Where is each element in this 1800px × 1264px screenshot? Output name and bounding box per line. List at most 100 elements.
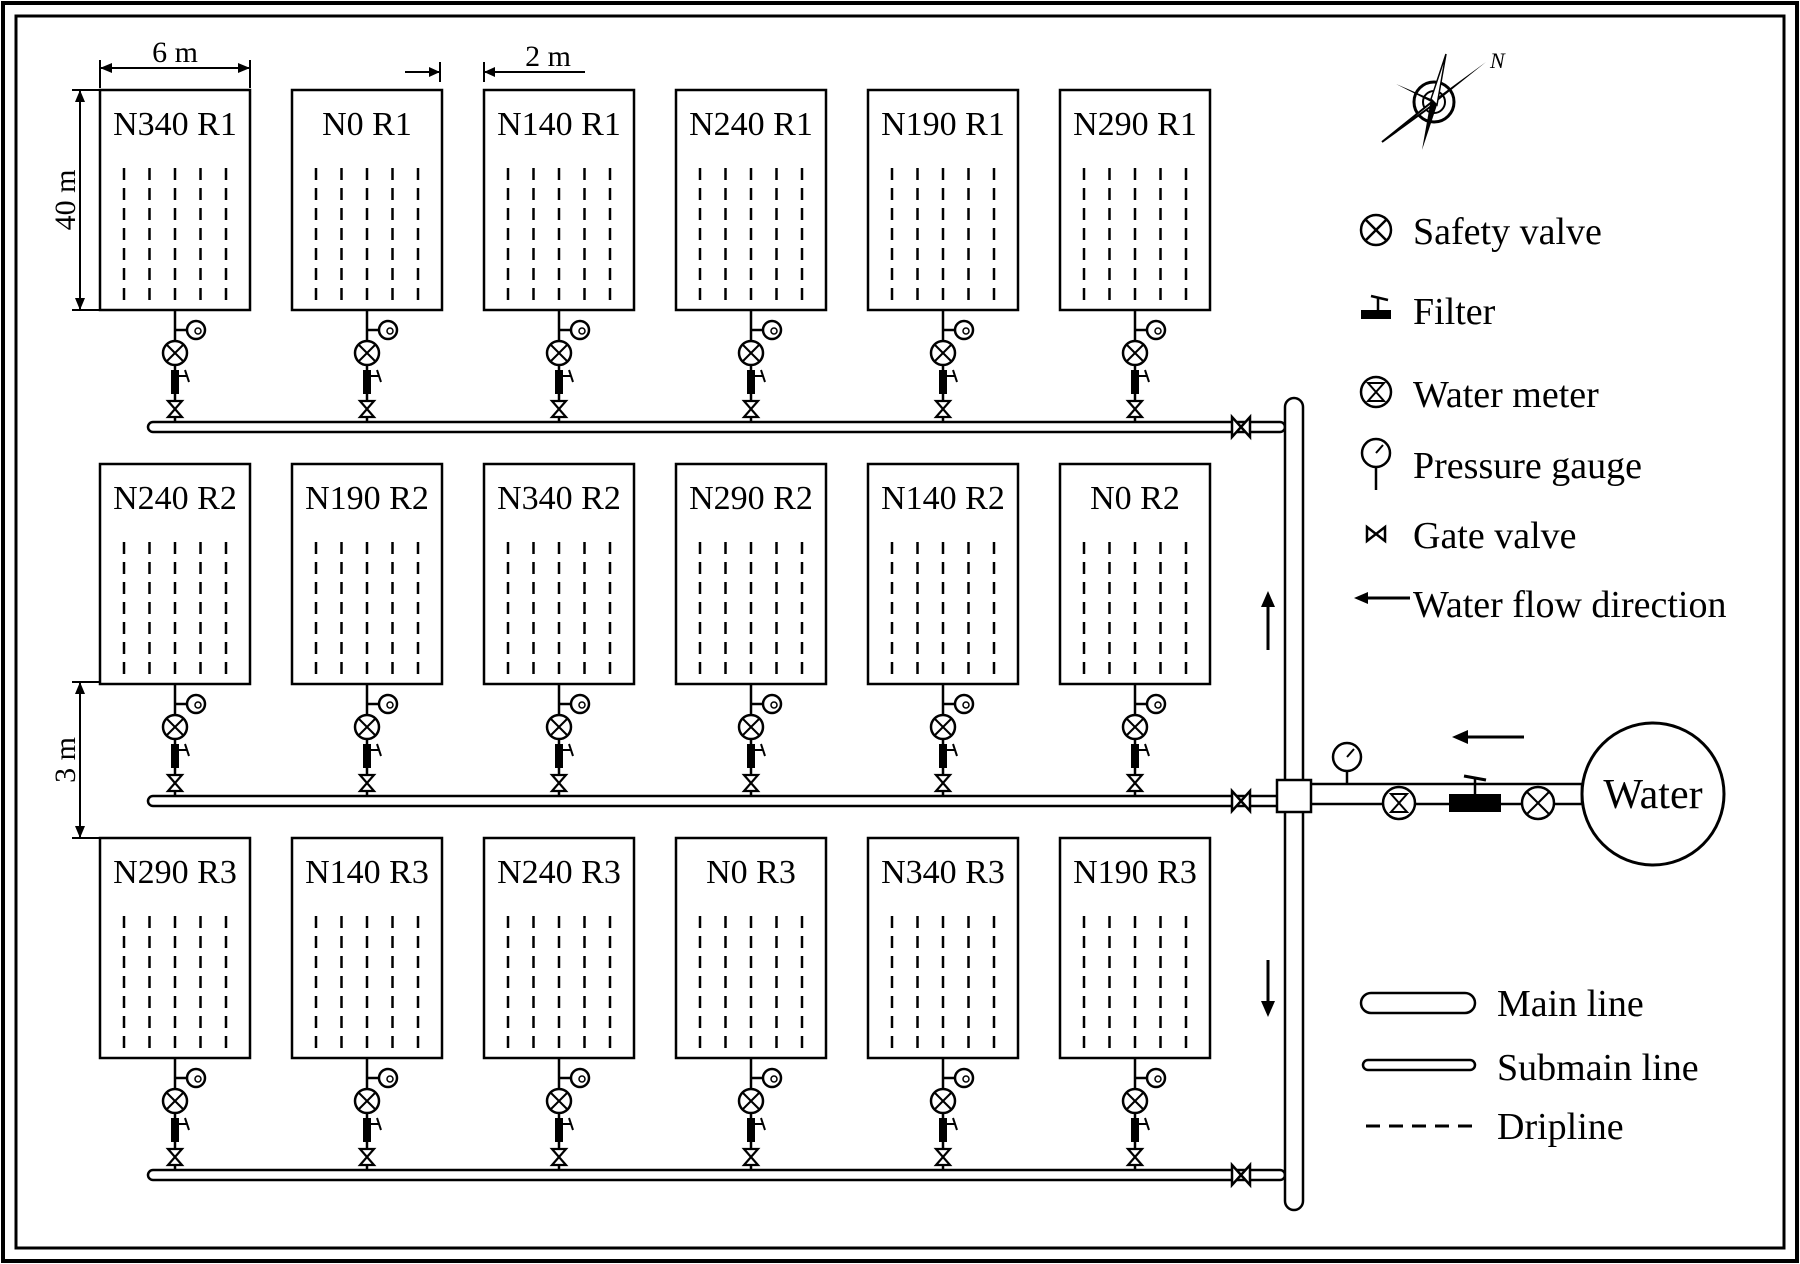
plot: N240 R1	[674, 88, 828, 312]
safety-valve-icon	[1121, 339, 1149, 367]
safety-valve-icon	[929, 339, 957, 367]
legend-label-main-line: Main line	[1497, 983, 1644, 1025]
gate-valve-icon	[1125, 399, 1145, 419]
gate-valve-icon	[933, 773, 953, 793]
north-compass-icon: N	[1381, 48, 1506, 150]
filter-icon	[1131, 743, 1150, 768]
filter-icon	[555, 743, 574, 768]
gate-valve-icon	[1365, 524, 1387, 544]
legend-item-main-line: Main line	[1359, 983, 1644, 1025]
plot: N340 R3	[866, 836, 1020, 1060]
plot-label: N190 R2	[305, 480, 429, 517]
plot: N140 R1	[482, 88, 636, 312]
riser-assembly	[1121, 684, 1167, 796]
plot: N190 R1	[866, 88, 1020, 312]
filter-icon	[939, 369, 958, 394]
gate-valve-icon	[357, 773, 377, 793]
main-line-icon	[1359, 991, 1477, 1015]
pressure-gauge-icon	[751, 693, 783, 715]
north-label: N	[1489, 48, 1506, 73]
plot-label: N240 R3	[497, 854, 621, 891]
plot-label: N240 R2	[113, 480, 237, 517]
safety-valve-icon	[737, 713, 765, 741]
pressure-gauge-icon	[751, 1067, 783, 1089]
water-source: Water	[1580, 721, 1726, 867]
riser-assemblies	[161, 310, 1167, 1170]
main-pressure-gauge-icon	[1331, 741, 1363, 784]
riser-assembly	[737, 684, 783, 796]
plot: N290 R3	[98, 836, 252, 1060]
filter-icon	[1361, 294, 1391, 319]
legend-label-gate-valve: Gate valve	[1413, 515, 1577, 557]
legend-label-water-flow: Water flow direction	[1413, 584, 1726, 626]
submain-line	[146, 1161, 1287, 1189]
pressure-gauge-icon	[367, 319, 399, 341]
legend-item-submain-line: Submain line	[1361, 1047, 1699, 1089]
gate-valve-icon	[549, 399, 569, 419]
riser-assembly	[929, 684, 975, 796]
plot-label: N190 R3	[1073, 854, 1197, 891]
pressure-gauge-icon	[1360, 437, 1392, 490]
plot: N340 R1	[98, 88, 252, 312]
legend-label-submain-line: Submain line	[1497, 1047, 1699, 1089]
legend-item-water-meter: Water meter	[1359, 374, 1599, 416]
water-tank-icon	[1580, 721, 1726, 867]
plot-spacing-label: 2 m	[525, 40, 571, 73]
plot-label: N0 R3	[706, 854, 796, 891]
riser-assembly	[161, 684, 207, 796]
plot-label: N240 R1	[689, 106, 813, 143]
riser-assembly	[929, 310, 975, 422]
flow-arrow-down-icon	[1261, 960, 1275, 1017]
plot-label: N340 R2	[497, 480, 621, 517]
gate-valve-icon	[1125, 773, 1145, 793]
gate-valve-icon	[165, 399, 185, 419]
riser-assembly	[737, 310, 783, 422]
gate-valve-icon	[165, 1147, 185, 1167]
safety-valve-icon	[929, 1087, 957, 1115]
gate-valve-icon	[549, 773, 569, 793]
filter-icon	[555, 1117, 574, 1142]
riser-assembly	[353, 684, 399, 796]
pressure-gauge-icon	[559, 1067, 591, 1089]
legend: Safety valve Filter Water meter Pre	[1354, 211, 1726, 1148]
main-filter-icon	[1449, 774, 1501, 812]
gate-valve-icon	[741, 773, 761, 793]
riser-assembly	[161, 310, 207, 422]
plot-label: N290 R3	[113, 854, 237, 891]
legend-item-filter: Filter	[1361, 291, 1496, 333]
dimension-plot-width: 6 m	[99, 36, 251, 88]
water-source-label: Water	[1603, 772, 1702, 818]
gate-valve-icon	[933, 399, 953, 419]
riser-assembly	[737, 1058, 783, 1170]
gate-valve-icon	[165, 773, 185, 793]
legend-item-pressure-gauge: Pressure gauge	[1360, 437, 1642, 490]
submain-line-icon	[1361, 1058, 1477, 1072]
plot: N290 R2	[674, 462, 828, 686]
riser-assembly	[161, 1058, 207, 1170]
safety-valve-icon	[545, 1087, 573, 1115]
legend-label-dripline: Dripline	[1497, 1106, 1624, 1148]
plot-label: N140 R1	[497, 106, 621, 143]
safety-valve-icon	[737, 1087, 765, 1115]
safety-valve-icon	[353, 1087, 381, 1115]
plot: N190 R2	[290, 462, 444, 686]
safety-valve-icon	[737, 339, 765, 367]
pressure-gauge-icon	[175, 693, 207, 715]
legend-label-water-meter: Water meter	[1413, 374, 1599, 416]
safety-valve-icon	[161, 339, 189, 367]
plot-width-label: 6 m	[152, 36, 198, 69]
riser-assembly	[929, 1058, 975, 1170]
filter-icon	[171, 743, 190, 768]
gate-valve-icon	[933, 1147, 953, 1167]
filter-icon	[171, 369, 190, 394]
plot: N0 R2	[1058, 462, 1212, 686]
pressure-gauge-icon	[367, 693, 399, 715]
pressure-gauge-icon	[559, 693, 591, 715]
riser-assembly	[545, 684, 591, 796]
filter-icon	[747, 743, 766, 768]
pressure-gauge-icon	[1135, 1067, 1167, 1089]
filter-icon	[363, 369, 382, 394]
flow-arrow-left-icon	[1452, 730, 1524, 744]
